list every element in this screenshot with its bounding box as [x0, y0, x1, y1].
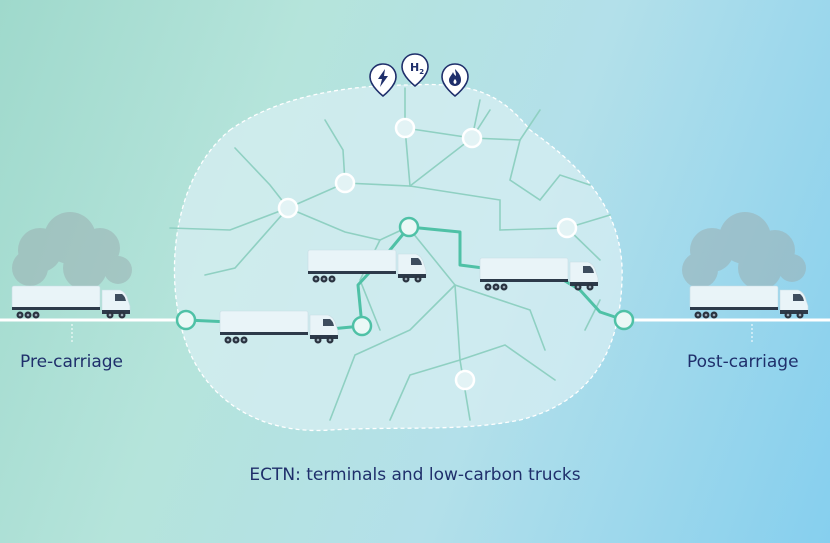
pre-carriage-label: Pre-carriage [20, 352, 123, 372]
road-network [169, 87, 611, 421]
hydrogen-symbol: H2 [410, 61, 424, 76]
gas-flame-icon [441, 63, 469, 98]
main-road [0, 318, 830, 344]
exhaust-cloud-left [12, 212, 132, 290]
hydrogen-icon: H2 [401, 53, 429, 88]
terminal-nodes [277, 117, 578, 391]
diagram-caption: ECTN: terminals and low-carbon trucks [249, 465, 581, 485]
electric-icon [369, 63, 397, 98]
exhaust-cloud-right [682, 212, 806, 290]
post-carriage-label: Post-carriage [687, 352, 799, 372]
truck-pre-carriage [11, 285, 131, 319]
active-terminal-nodes [175, 216, 635, 337]
truck-post-carriage [689, 285, 809, 319]
